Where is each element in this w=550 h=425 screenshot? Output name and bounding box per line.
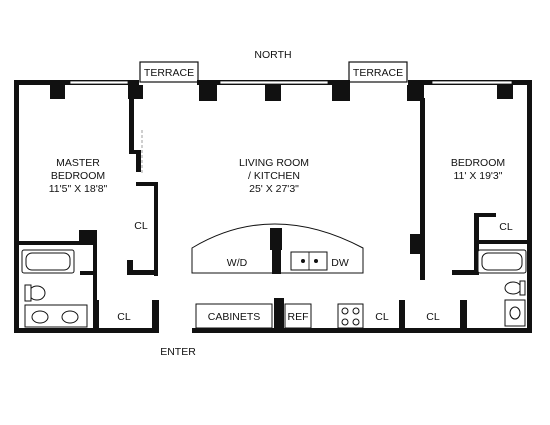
terrace-right: TERRACE [348, 61, 408, 83]
hall-closet-left-label: CL [117, 311, 131, 323]
room-labels: MASTER BEDROOM 11'5" X 18'8" LIVING ROOM… [49, 157, 513, 358]
refrigerator [284, 303, 312, 329]
bedroom-toilet [504, 281, 522, 295]
north-label: NORTH [254, 49, 291, 61]
terrace-left-label: TERRACE [144, 67, 194, 79]
enter-label: ENTER [160, 346, 196, 358]
bedroom-size: 11' X 19'3" [454, 170, 503, 182]
stove [337, 303, 364, 329]
living-room-label-2: / KITCHEN [248, 170, 300, 182]
master-closet-label: CL [134, 220, 148, 232]
living-room-size: 25' X 27'3" [249, 183, 299, 195]
windows [69, 80, 513, 85]
terrace-right-label: TERRACE [353, 67, 403, 79]
terrace-left: TERRACE [139, 61, 199, 83]
master-bedroom-size: 11'5" X 18'8" [49, 183, 108, 195]
master-bedroom-label-2: BEDROOM [51, 170, 105, 182]
columns [50, 85, 513, 101]
master-bedroom-walls [19, 98, 159, 328]
refrigerator-label: REF [288, 311, 309, 323]
cabinets [195, 303, 273, 329]
washer-dryer-label: W/D [227, 257, 248, 269]
exterior-walls [14, 80, 532, 333]
cabinets-label: CABINETS [208, 311, 261, 323]
hall-closet-right-label: CL [426, 311, 440, 323]
master-bathroom [21, 249, 88, 328]
living-room-label-1: LIVING ROOM [239, 157, 309, 169]
sink-left [31, 310, 49, 324]
bedroom-label: BEDROOM [451, 157, 505, 169]
master-bedroom-label-1: MASTER [56, 157, 100, 169]
sink-right [61, 310, 79, 324]
bedroom-bathroom [477, 249, 527, 327]
kitchen-closet-label: CL [375, 311, 389, 323]
dishwasher-label: DW [331, 257, 349, 269]
kitchen [191, 223, 364, 329]
bedroom-walls [399, 98, 527, 328]
bedroom-closet-label: CL [499, 221, 513, 233]
